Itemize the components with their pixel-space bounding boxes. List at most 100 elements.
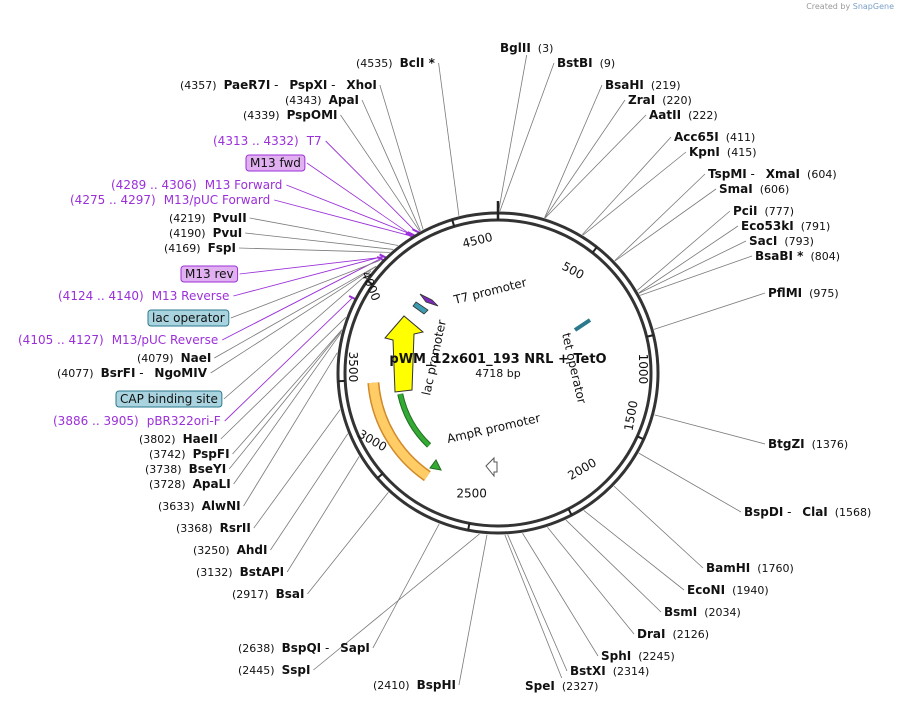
enzyme-position: (606) <box>760 183 790 196</box>
enzyme-leader-sspi <box>313 533 480 671</box>
boxed-leader-m13-fwd <box>306 162 412 236</box>
enzyme-label-aatii: AatII(222) <box>649 108 718 122</box>
enzyme-leader-paer7i <box>379 84 424 230</box>
enzyme-label-paer7i: (4357)PaeR7I - PspXI - XhoI <box>180 78 377 92</box>
enzyme-position: (777) <box>765 205 795 218</box>
primer-name: M13/pUC Reverse <box>112 333 219 347</box>
enzyme-name: BspHI <box>417 678 456 692</box>
enzyme-position: (2314) <box>613 665 650 678</box>
enzyme-label-bstbi: BstBI(9) <box>557 56 615 70</box>
tick-2000 <box>567 508 573 516</box>
enzyme-name: SacI <box>749 234 777 248</box>
plasmid-length: 4718 bp <box>475 367 520 380</box>
enzyme-label-pvuii: (4219)PvuII <box>169 211 247 225</box>
enzyme-position: (4357) <box>180 79 217 92</box>
primer-label-m13-puc-forward: (4275 .. 4297)M13/pUC Forward <box>70 193 270 207</box>
enzyme-leader-haeii <box>220 317 347 440</box>
lac-promoter-arrow <box>384 315 425 393</box>
enzyme-label-kpni: KpnI(415) <box>689 145 757 159</box>
enzyme-leader-btgzi <box>654 414 766 445</box>
enzyme-name: PspOMI <box>287 108 338 122</box>
enzyme-name: SapI <box>340 641 370 655</box>
primer-label-m13-reverse: (4124 .. 4140)M13 Reverse <box>58 289 229 303</box>
enzyme-leader-bstxi <box>507 534 568 672</box>
enzyme-leader-econi <box>583 510 685 591</box>
enzyme-position: (222) <box>688 109 718 122</box>
enzyme-name: BspDI <box>744 505 783 519</box>
enzyme-label-naei: (4079)NaeI <box>137 351 211 365</box>
enzyme-label-eco53ki: Eco53kI(791) <box>741 219 830 233</box>
enzyme-label-pspomi: (4339)PspOMI <box>243 108 338 122</box>
boxed-leader-cap-binding-site <box>223 270 371 400</box>
enzyme-name: BglII <box>500 41 531 55</box>
enzyme-name: NaeI <box>181 351 212 365</box>
enzyme-name: ApaI <box>329 93 359 107</box>
label-box <box>180 265 239 283</box>
enzyme-leader-bsmi <box>565 519 662 613</box>
tick-4000 <box>366 279 374 286</box>
enzyme-label-bstapi: (3132)BstAPI <box>196 565 284 579</box>
boxed-leader-m13-rev <box>239 256 384 275</box>
enzyme-name: BclI * <box>400 56 436 70</box>
enzyme-label-alwni: (3633)AlwNI <box>158 499 241 513</box>
enzyme-name: Acc65I <box>674 130 719 144</box>
enzyme-leader-alwni <box>243 352 338 507</box>
tet-operator-marker <box>573 318 592 332</box>
tick-label-1000: 1000 <box>636 354 650 385</box>
enzyme-name: AlwNI <box>202 499 241 513</box>
enzyme-label-acc65i: Acc65I(411) <box>674 130 755 144</box>
enzyme-leader-bseyi <box>228 330 342 470</box>
enzyme-name: BsaBI * <box>755 249 804 263</box>
enzyme-label-bspdi: BspDI - ClaI(1568) <box>744 505 871 519</box>
enzyme-position: (3802) <box>139 433 176 446</box>
enzyme-name: PspFI <box>193 447 230 461</box>
tick-1500 <box>636 435 645 441</box>
boxed-label-text: M13 fwd <box>250 156 301 170</box>
primer-leader-t7 <box>325 140 416 232</box>
enzyme-name: PciI <box>733 204 758 218</box>
primer-name: M13/pUC Forward <box>164 193 271 207</box>
enzyme-label-bsahi: BsaHI(219) <box>605 78 681 92</box>
enzyme-position: (2126) <box>672 628 709 641</box>
boxed-label-text: CAP binding site <box>120 392 218 406</box>
label-leaders <box>210 54 766 686</box>
enzyme-position: (4169) <box>164 242 201 255</box>
enzyme-label-haeii: (3802)HaeII <box>139 432 218 446</box>
enzyme-name: BstBI <box>557 56 593 70</box>
enzyme-label-saci: SacI (793) <box>749 234 814 248</box>
enzyme-label-btgzi: BtgZI(1376) <box>768 437 848 451</box>
primer-leader-m13-reverse <box>233 256 383 297</box>
enzyme-label-sspi: (2445)SspI <box>238 663 310 677</box>
enzyme-leader-apai <box>361 99 421 231</box>
primer-name: M13 Forward <box>205 178 283 192</box>
enzyme-position: (4343) <box>285 94 322 107</box>
enzyme-leader-bsphi <box>458 534 488 686</box>
tick-label-1500: 1500 <box>622 399 641 432</box>
enzyme-label-sphi: SphI(2245) <box>601 649 675 663</box>
boxed-label-text: lac operator <box>152 311 225 325</box>
enzyme-name: NgoMIV <box>154 366 207 380</box>
enzyme-leader-drai <box>547 527 635 635</box>
enzyme-position: (793) <box>784 235 814 248</box>
enzyme-leader-rsrii <box>253 409 341 529</box>
enzyme-position: (3250) <box>193 544 230 557</box>
enzyme-label-bspqi: (2638)BspQI - SapI <box>238 641 370 655</box>
primer-label-pbr322ori-f: (3886 .. 3905)pBR322ori-F <box>53 414 221 428</box>
enzyme-label-bglii: BglII(3) <box>500 41 553 55</box>
enzyme-leader-saci <box>638 240 747 294</box>
enzyme-name: SphI <box>601 649 631 663</box>
enzyme-label-spei: SpeI(2327) <box>525 679 598 693</box>
enzyme-name: PvuI <box>213 226 243 240</box>
enzyme-label-bsmi: BsmI(2034) <box>664 605 741 619</box>
enzyme-name: PvuII <box>213 211 247 225</box>
enzyme-position: (2445) <box>238 664 275 677</box>
enzyme-leader-bspqi <box>372 523 440 649</box>
enzyme-label-pflmi: PflMI(975) <box>768 286 839 300</box>
enzyme-label-ahdi: (3250)AhdI <box>193 543 267 557</box>
enzyme-leader-bglii <box>498 54 528 212</box>
enzyme-leader-bstapi <box>286 456 360 573</box>
separator: - <box>747 167 759 181</box>
enzyme-position: (220) <box>662 94 692 107</box>
enzyme-label-bsrfi: (4077)BsrFI - NgoMIV <box>57 366 208 380</box>
